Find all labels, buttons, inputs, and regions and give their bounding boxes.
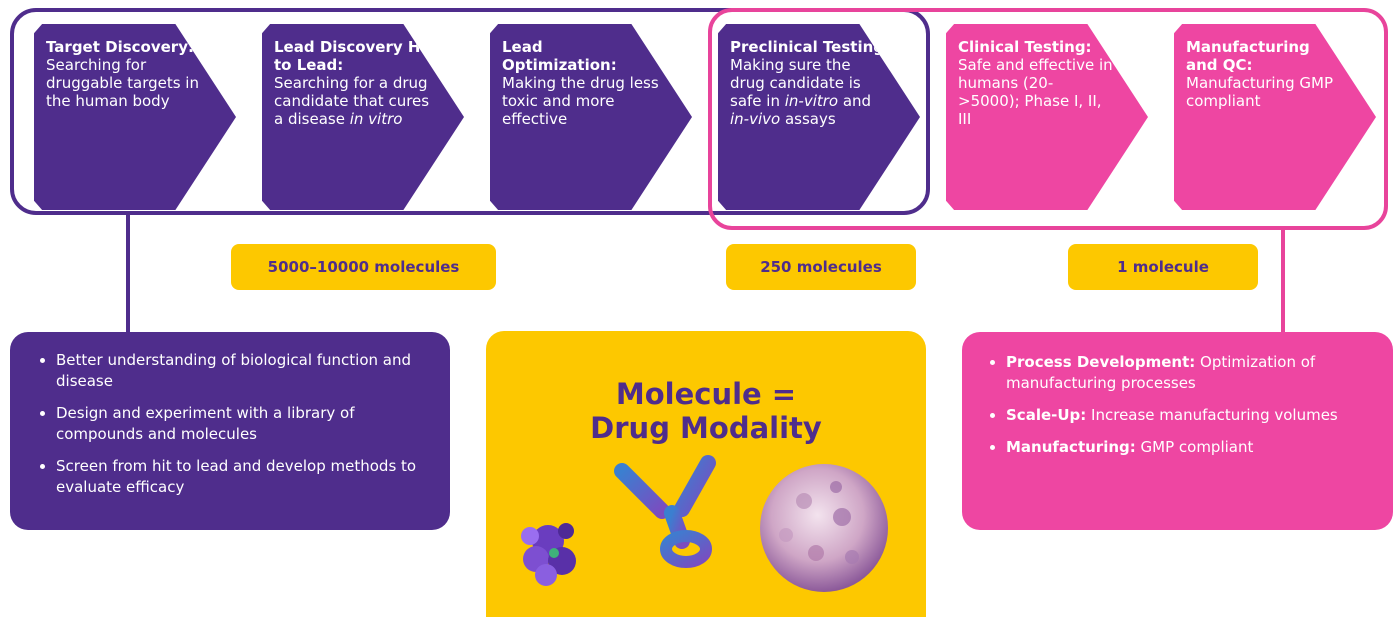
step-title: Manufacturing and QC: (1186, 38, 1310, 74)
list-item: Better understanding of biological funct… (56, 350, 430, 392)
step-title: Target Discovery: (46, 38, 194, 56)
molecule-count-pill: 5000–10000 molecules (231, 244, 496, 290)
step-title: Lead Discovery Hit to Lead: (274, 38, 433, 74)
drug-modality-title: Molecule = Drug Modality (590, 377, 822, 445)
step-title: Preclinical Testing: (730, 38, 891, 56)
step-description: Searching for a drug candidate that cure… (274, 74, 430, 128)
manufacturing-details-box: Process Development: Optimization of man… (962, 332, 1393, 530)
step-description: Searching for druggable targets in the h… (46, 56, 199, 110)
protein-molecule-image (521, 523, 576, 586)
step-description: Making sure the drug candidate is safe i… (730, 56, 872, 128)
molecule-count-pill: 250 molecules (726, 244, 916, 290)
list-item: Process Development: Optimization of man… (1006, 352, 1383, 394)
list-item: Scale-Up: Increase manufacturing volumes (1006, 405, 1383, 426)
step-description: Safe and effective in humans (20- >5000)… (958, 56, 1113, 128)
manufacturing-bullet-list: Process Development: Optimization of man… (984, 352, 1383, 458)
connector-line (126, 212, 130, 334)
step-clinical-testing: Clinical Testing: Safe and effective in … (946, 24, 1148, 210)
step-description: Manufacturing GMP compliant (1186, 74, 1333, 110)
list-item: Manufacturing: GMP compliant (1006, 437, 1383, 458)
list-item: Screen from hit to lead and develop meth… (56, 456, 430, 498)
discovery-phase-frame (10, 8, 930, 215)
connector-line (1281, 228, 1285, 334)
discovery-details-box: Better understanding of biological funct… (10, 332, 450, 530)
virus-particle-image (760, 464, 888, 592)
development-phase-frame (708, 8, 1388, 230)
molecule-count-pill: 1 molecule (1068, 244, 1258, 290)
list-item: Design and experiment with a library of … (56, 403, 430, 445)
step-lead-discovery: Lead Discovery Hit to Lead: Searching fo… (262, 24, 464, 210)
step-title: Lead Optimization: (502, 38, 617, 74)
discovery-bullet-list: Better understanding of biological funct… (34, 350, 430, 498)
antibody-image (614, 455, 716, 568)
drug-modality-box: Molecule = Drug Modality (486, 331, 926, 617)
step-title: Clinical Testing: (958, 38, 1092, 56)
molecule-illustrations (521, 455, 888, 592)
step-description: Making the drug less toxic and more effe… (502, 74, 659, 128)
